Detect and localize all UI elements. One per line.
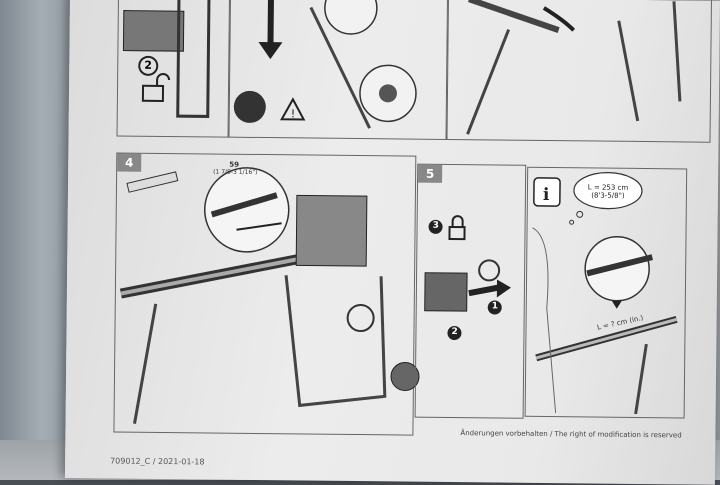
curved-arrow-icon <box>542 6 576 32</box>
svg-text:i: i <box>543 185 550 205</box>
document-id: 709012_C / 2021-01-18 <box>110 456 205 467</box>
callout-1-icon <box>487 300 502 315</box>
lever-icon <box>233 90 266 123</box>
callout-3-icon <box>428 219 443 234</box>
info-length-line2: (8'3-5/8") <box>591 191 625 200</box>
info-length: L = 253 cm (8'3-5/8") <box>578 183 638 200</box>
info-icon <box>533 177 561 207</box>
panel-step-4: 4 59 (1 7/8-3 1/16") <box>113 152 420 436</box>
dimension-sublabel: (1 7/8-3 1/16") <box>213 168 258 176</box>
step-5-illustration <box>424 215 511 341</box>
warning-icon <box>279 97 306 121</box>
thought-cloud-icon <box>573 172 643 210</box>
modification-notice: Änderungen vorbehalten / The right of mo… <box>460 429 682 440</box>
panel-step-5: 5 3 1 2 <box>414 163 527 419</box>
callout-3: 3 <box>432 220 439 231</box>
top-right-illustration <box>466 0 682 135</box>
callout-2-icon <box>447 326 462 341</box>
step-number-2: 2 <box>144 58 152 72</box>
zoom-rotate-icon <box>324 0 378 35</box>
info-illustration: i <box>532 172 678 415</box>
double-arrow-icon <box>236 222 282 231</box>
zoom-detail-icon <box>203 167 290 253</box>
panel-top-left: 2 <box>116 0 231 138</box>
panel-top-right <box>446 0 713 143</box>
arrow-right-icon <box>468 284 500 297</box>
circle-number-icon <box>138 55 159 76</box>
panel-top-middle: ! <box>228 0 449 140</box>
panel-info: i L = 253 cm (8'3-5/8") L = ? cm (in.) <box>524 166 688 419</box>
top-left-illustration <box>122 0 211 118</box>
svg-text:!: ! <box>291 107 296 120</box>
lock-icon <box>448 225 466 241</box>
measuring-rail-icon <box>126 171 179 193</box>
unlock-icon <box>141 72 171 102</box>
instruction-sheet: 2 ! 4 <box>64 0 720 485</box>
saw-head-icon <box>295 194 368 267</box>
step-4-illustration <box>119 167 420 424</box>
person-outline-icon <box>532 227 557 414</box>
top-middle-illustration: ! <box>233 0 417 129</box>
wheel-icon <box>346 304 375 333</box>
callout-1: 1 <box>491 301 499 312</box>
arrow-down-icon <box>258 41 283 60</box>
callout-2: 2 <box>451 327 458 338</box>
pointer-down-icon <box>611 300 622 309</box>
dimension-label: 59 <box>229 160 240 169</box>
